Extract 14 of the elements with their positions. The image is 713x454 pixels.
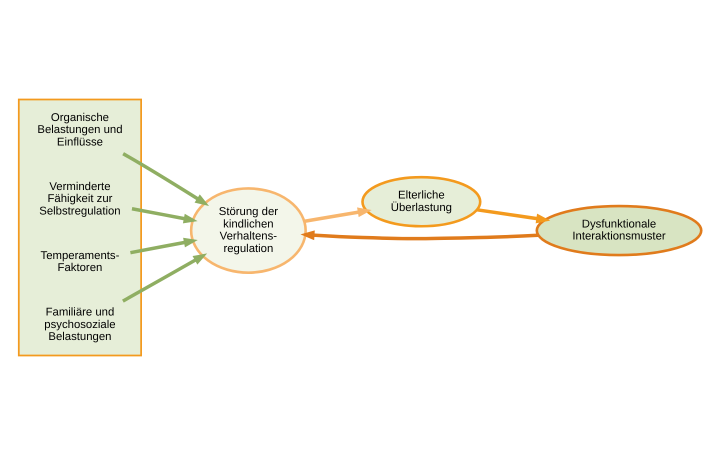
arrow xyxy=(132,206,198,223)
node-text: Verminderte Fähigkeit zur Selbstregulation xyxy=(39,180,121,217)
node-text: Familiäre und psychosoziale Belastungen xyxy=(44,306,116,343)
arrow xyxy=(130,237,198,254)
node-text: Temperaments- Faktoren xyxy=(40,249,120,274)
cluster xyxy=(18,98,142,356)
node-ellipse: Elterliche Überlastung xyxy=(361,175,482,228)
arrow xyxy=(122,152,210,206)
arrow xyxy=(122,252,208,302)
arrow xyxy=(304,206,372,222)
arrow xyxy=(476,208,550,223)
node-text: Organische Belastungen und Einflüsse xyxy=(37,111,123,148)
arrow xyxy=(300,230,538,240)
node-ellipse: Störung der kindlichen Verhaltens- regulation xyxy=(190,186,307,274)
